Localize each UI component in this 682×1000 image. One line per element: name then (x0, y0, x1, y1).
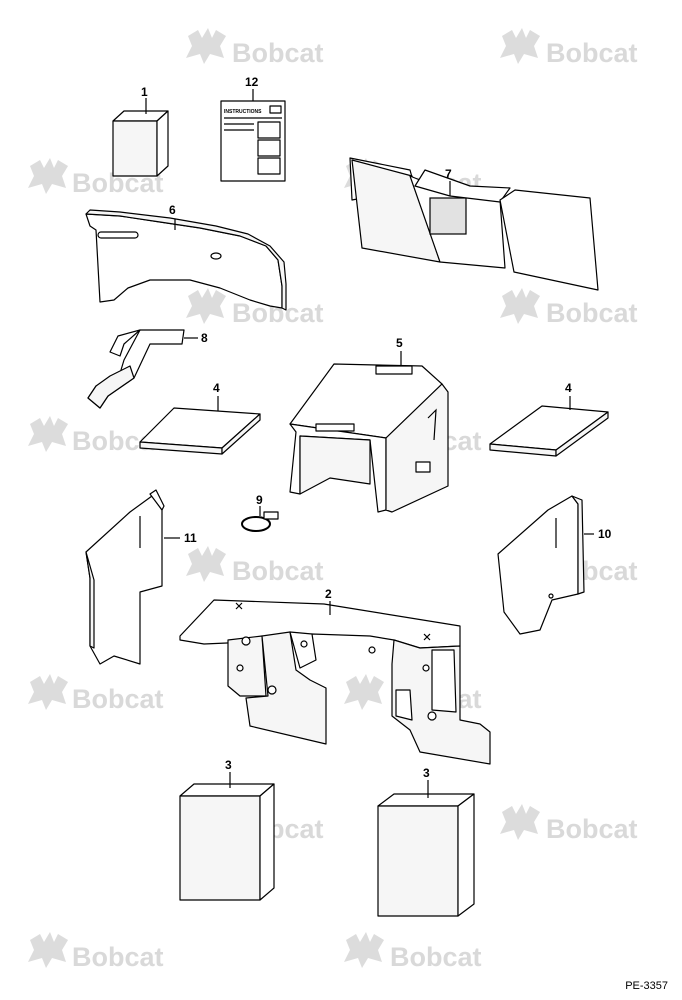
watermark-text: Bobcat (390, 942, 482, 972)
callout-12: 12 (245, 75, 259, 89)
watermark: Bobcat (28, 674, 164, 714)
watermark-text: Bobcat (232, 38, 324, 68)
callout-3-left: 3 (225, 758, 232, 772)
watermark: Bobcat (28, 932, 164, 972)
callout-1: 1 (141, 85, 148, 99)
part-6-fender-liner: 6 (85, 203, 287, 311)
part-7-folding-panel: 7 (349, 157, 599, 291)
part-10-side-panel-right: 10 (497, 495, 612, 635)
watermark: Bobcat (500, 804, 638, 844)
callout-9: 9 (256, 493, 263, 507)
part-1-foam-block: 1 (112, 85, 169, 177)
callout-11: 11 (184, 531, 197, 545)
part-3-foam-block-left: 3 (179, 758, 275, 901)
part-4-flat-pad-right: 4 (489, 381, 609, 457)
watermark: Bobcat (500, 288, 638, 328)
part-5-center-tunnel: 5 (289, 336, 449, 513)
figure-code: PE-3357 (625, 980, 668, 992)
watermark: Bobcat (186, 28, 324, 68)
watermark-text: Bobcat (546, 814, 638, 844)
instructions-heading: INSTRUCTIONS (224, 109, 262, 115)
callout-10: 10 (598, 527, 612, 541)
callout-7: 7 (445, 167, 452, 181)
watermark-text: Bobcat (72, 942, 164, 972)
part-8-corner-foam: 8 (87, 329, 208, 409)
callout-3-right: 3 (423, 766, 430, 780)
part-9-clamp: 9 (241, 493, 279, 532)
watermark-text: Bobcat (232, 556, 324, 586)
callout-5: 5 (396, 336, 403, 350)
watermark-text: Bobcat (72, 684, 164, 714)
part-11-side-panel-left: 11 (85, 489, 197, 665)
callout-2: 2 (325, 587, 332, 601)
watermark-text: Bobcat (546, 38, 638, 68)
callout-4-left: 4 (213, 381, 220, 395)
watermark: Bobcat (186, 546, 324, 586)
part-2-floor-panel: 2 (179, 587, 491, 765)
part-12-instructions-card: INSTRUCTIONS 12 (220, 75, 286, 182)
part-3-foam-block-right: 3 (377, 766, 475, 917)
callout-4-right: 4 (565, 381, 572, 395)
watermark: Bobcat (344, 932, 482, 972)
part-4-flat-pad-left: 4 (139, 381, 261, 455)
watermark: Bobcat (500, 28, 638, 68)
callout-8: 8 (201, 331, 208, 345)
watermark-text: Bobcat (546, 298, 638, 328)
watermark: Bobcat (28, 416, 164, 456)
callout-6: 6 (169, 203, 176, 217)
